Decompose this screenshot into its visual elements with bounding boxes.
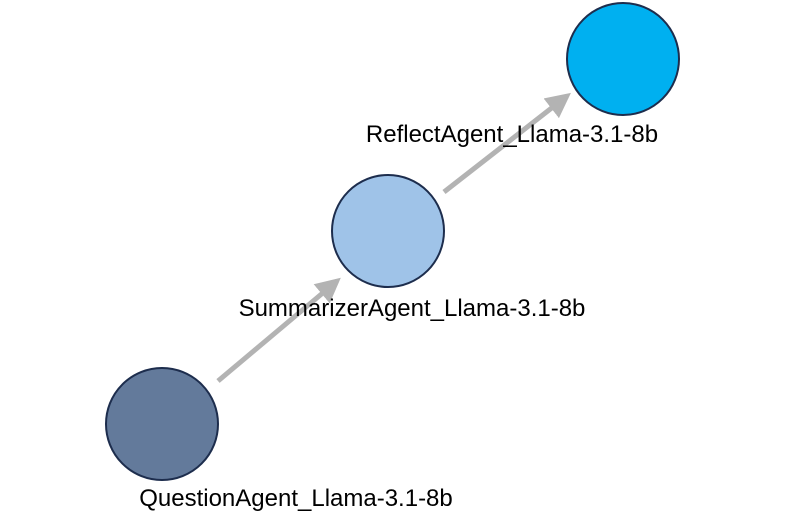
node-label-question: QuestionAgent_Llama-3.1-8b bbox=[139, 485, 453, 512]
edge-question-to-summarizer bbox=[216, 277, 341, 383]
node-reflect-agent bbox=[566, 2, 680, 116]
edge-summarizer-to-reflect bbox=[442, 92, 571, 194]
node-summarizer-agent bbox=[331, 174, 445, 288]
node-question-agent bbox=[105, 367, 219, 481]
node-label-summarizer: SummarizerAgent_Llama-3.1-8b bbox=[239, 295, 586, 322]
node-label-reflect: ReflectAgent_Llama-3.1-8b bbox=[366, 121, 658, 148]
